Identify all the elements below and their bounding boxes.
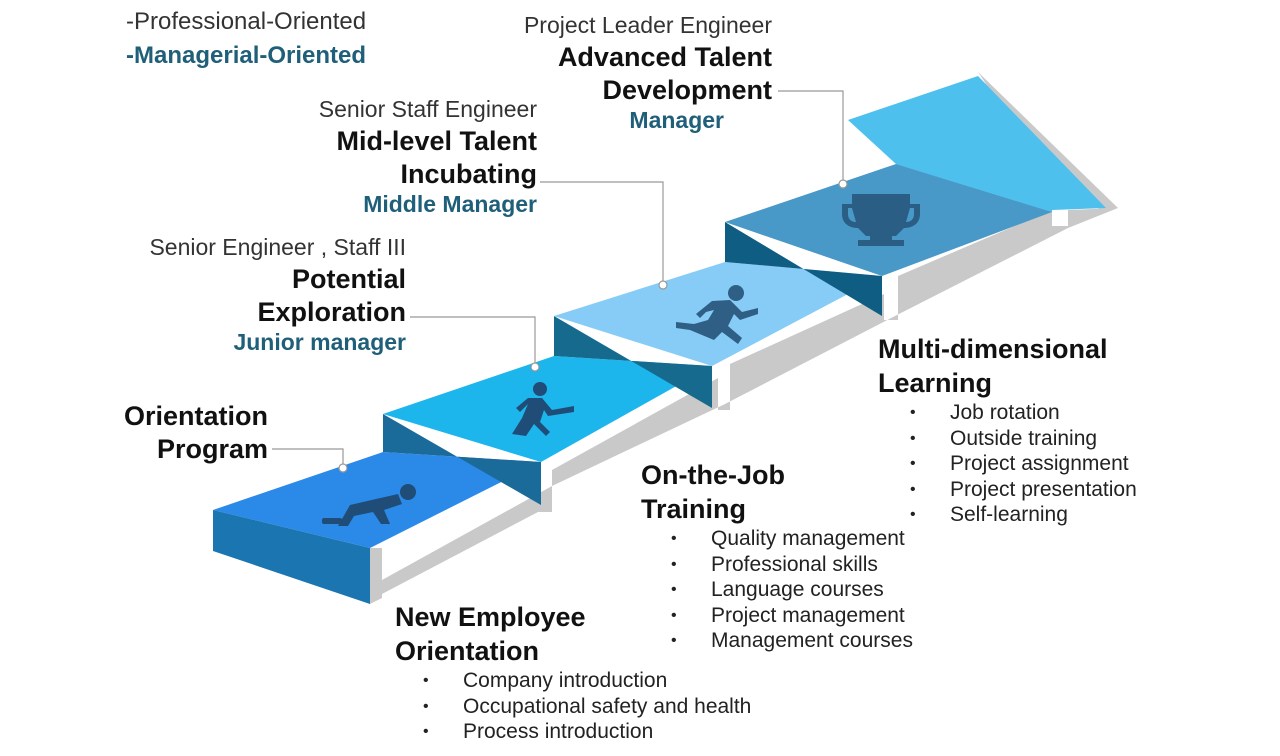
level-title-line: Orientation (123, 401, 268, 431)
section-title-line: New Employee (395, 602, 586, 632)
list-item: Professional skills (671, 552, 913, 578)
level-title: Potential Exploration (149, 263, 406, 329)
leader-line-midlevel (540, 181, 664, 285)
section-title-line: Training (641, 494, 747, 524)
trophy-icon (842, 194, 920, 246)
level-title-line: Development (602, 75, 772, 105)
level-potential: Senior Engineer , Staff III Potential Ex… (149, 234, 406, 356)
section-title: New Employee Orientation (395, 600, 751, 668)
list-item: Project assignment (910, 451, 1137, 477)
step1-front (213, 510, 370, 604)
list-item: Project presentation (910, 477, 1137, 503)
leader-dot (530, 362, 540, 372)
level-title-line: Program (156, 434, 268, 464)
list-item: Job rotation (910, 400, 1137, 426)
section-title: Multi-dimensional Learning (878, 332, 1137, 400)
level-orientation: Orientation Program (124, 400, 268, 466)
level-manager: Middle Manager (363, 191, 537, 217)
level-manager: Manager (629, 107, 724, 133)
arrow-head (848, 76, 1106, 212)
walking-figure-icon (512, 382, 574, 436)
level-manager: Junior manager (233, 329, 406, 355)
legend-managerial: -Managerial-Oriented (126, 42, 367, 69)
level-title-line: Incubating (400, 159, 538, 189)
section-title-line: On-the-Job (641, 460, 785, 490)
section-multi: Multi-dimensional Learning Job rotation … (878, 332, 1137, 528)
level-advanced: Project Leader Engineer Advanced Talent … (524, 12, 772, 134)
arrow-shadow (978, 72, 1118, 210)
level-role: Project Leader Engineer (523, 12, 772, 38)
leader-line-potential (410, 316, 536, 367)
bullet-list: Quality management Professional skills L… (671, 526, 913, 654)
section-title: On-the-Job Training (641, 458, 913, 526)
bullet-list: Company introduction Occupational safety… (423, 668, 751, 745)
list-item: Occupational safety and health (423, 694, 751, 720)
step2-riser (554, 316, 712, 408)
section-ojt: On-the-Job Training Quality management P… (641, 458, 913, 654)
level-role: Senior Staff Engineer (318, 96, 537, 122)
crouching-figure-icon (322, 484, 416, 526)
level-title-line: Potential (291, 264, 406, 294)
level-title-line: Exploration (257, 297, 406, 327)
leader-dot (338, 463, 348, 473)
section-title-line: Multi-dimensional (878, 334, 1108, 364)
leader-line-orientation (272, 448, 344, 468)
leader-dot (838, 179, 848, 189)
level-midlevel: Senior Staff Engineer Mid-level Talent I… (319, 96, 537, 218)
list-item: Project management (671, 603, 913, 629)
list-item: Quality management (671, 526, 913, 552)
list-item: Company introduction (423, 668, 751, 694)
level-title: Mid-level Talent Incubating (319, 125, 537, 191)
level-title: Advanced Talent Development (524, 41, 772, 107)
leader-line-advanced (778, 90, 844, 184)
section-title-line: Orientation (395, 636, 540, 666)
section-new-employee: New Employee Orientation Company introdu… (395, 600, 751, 745)
step3-riser (725, 222, 882, 316)
section-title-line: Learning (878, 368, 993, 398)
leader-dot (658, 280, 668, 290)
level-title-line: Mid-level Talent (336, 126, 537, 156)
bullet-list: Job rotation Outside training Project as… (910, 400, 1137, 528)
list-item: Management courses (671, 628, 913, 654)
list-item: Language courses (671, 577, 913, 603)
legend-professional: -Professional-Oriented (126, 8, 367, 35)
list-item: Outside training (910, 426, 1137, 452)
list-item: Self-learning (910, 502, 1137, 528)
step1-riser (383, 414, 541, 505)
running-figure-icon (676, 285, 758, 344)
list-item: Process introduction (423, 719, 751, 745)
level-title-line: Advanced Talent (557, 42, 772, 72)
level-role: Senior Engineer , Staff III (149, 234, 406, 260)
